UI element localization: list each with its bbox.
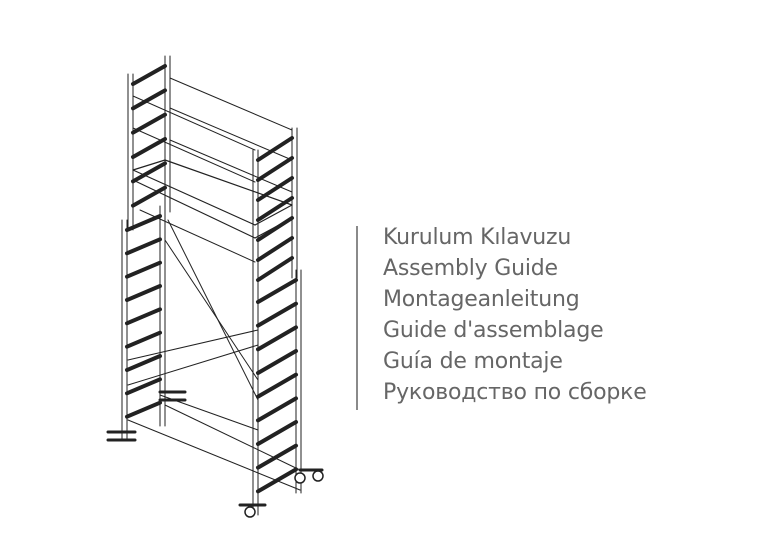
wheel-icon [312,470,324,482]
lower-right-frame-rung [256,325,298,352]
lower-left-frame-rung [125,330,162,349]
platform-edge [132,169,256,226]
upper-left-frame-rung [131,137,167,159]
platform-edge [164,159,293,206]
divider [356,226,358,410]
guard-rail [132,127,256,183]
title-german: Montageanleitung [383,287,580,312]
upper-left-frame-rung [131,64,167,86]
guard-rail [132,95,256,151]
platform-edge [254,204,293,226]
upper-right-frame-rung [256,236,294,262]
guard-rail [169,139,293,193]
title-french: Guide d'assemblage [383,318,604,343]
title-spanish: Guía de montaje [383,349,563,374]
lower-left-frame-rung [125,214,162,232]
upper-right-frame-rung [256,196,294,222]
title-turkish: Kurulum Kılavuzu [383,225,572,250]
diagonal-brace [167,219,259,401]
title-russian: Руководство по сборке [383,380,647,405]
guide-titles: Kurulum Kılavuzu Assembly Guide Montagea… [383,222,647,408]
lower-left-frame-rung [125,377,162,396]
lower-left-frame-rung [125,400,162,419]
lower-right-frame-rung [256,372,298,399]
base-brace [127,419,301,491]
lower-right-frame-rung [256,349,298,375]
upper-right-frame-rung [256,136,294,162]
horizontal-brace [127,344,259,386]
upper-left-frame-rung [131,88,167,111]
title-english: Assembly Guide [383,256,558,281]
wheel-icon [244,506,256,518]
horizontal-brace [127,329,259,361]
lower-right-frame-rung [256,301,298,328]
wheel-icon [294,472,306,484]
lower-right-frame-rung [256,420,298,446]
platform-edge [254,217,293,239]
lower-right-frame-rung [256,443,298,470]
upper-left-frame-rung [131,112,167,135]
guard-rail [169,107,293,161]
upper-right-frame-rung [256,256,294,282]
lower-left-frame-rung [125,237,162,256]
upper-right-frame-rung [256,176,294,202]
lower-left-frame-rung [125,354,162,372]
lower-right-frame-rung [256,396,298,423]
scaffold-illustration [106,55,324,518]
upper-left-frame-rung [131,185,167,208]
platform-edge [132,179,256,239]
lower-right-frame-rung [256,278,298,304]
guard-rail [169,77,293,131]
diagonal-brace [164,239,259,381]
platform-edge [139,209,256,263]
upper-left-frame-rung [131,161,167,184]
upper-right-frame-rung [256,156,294,182]
lower-left-frame-rung [125,284,162,302]
lower-left-frame-rung [125,260,162,279]
base-brace [164,404,301,471]
platform-edge [132,159,166,171]
lower-left-frame-rung [125,307,162,326]
